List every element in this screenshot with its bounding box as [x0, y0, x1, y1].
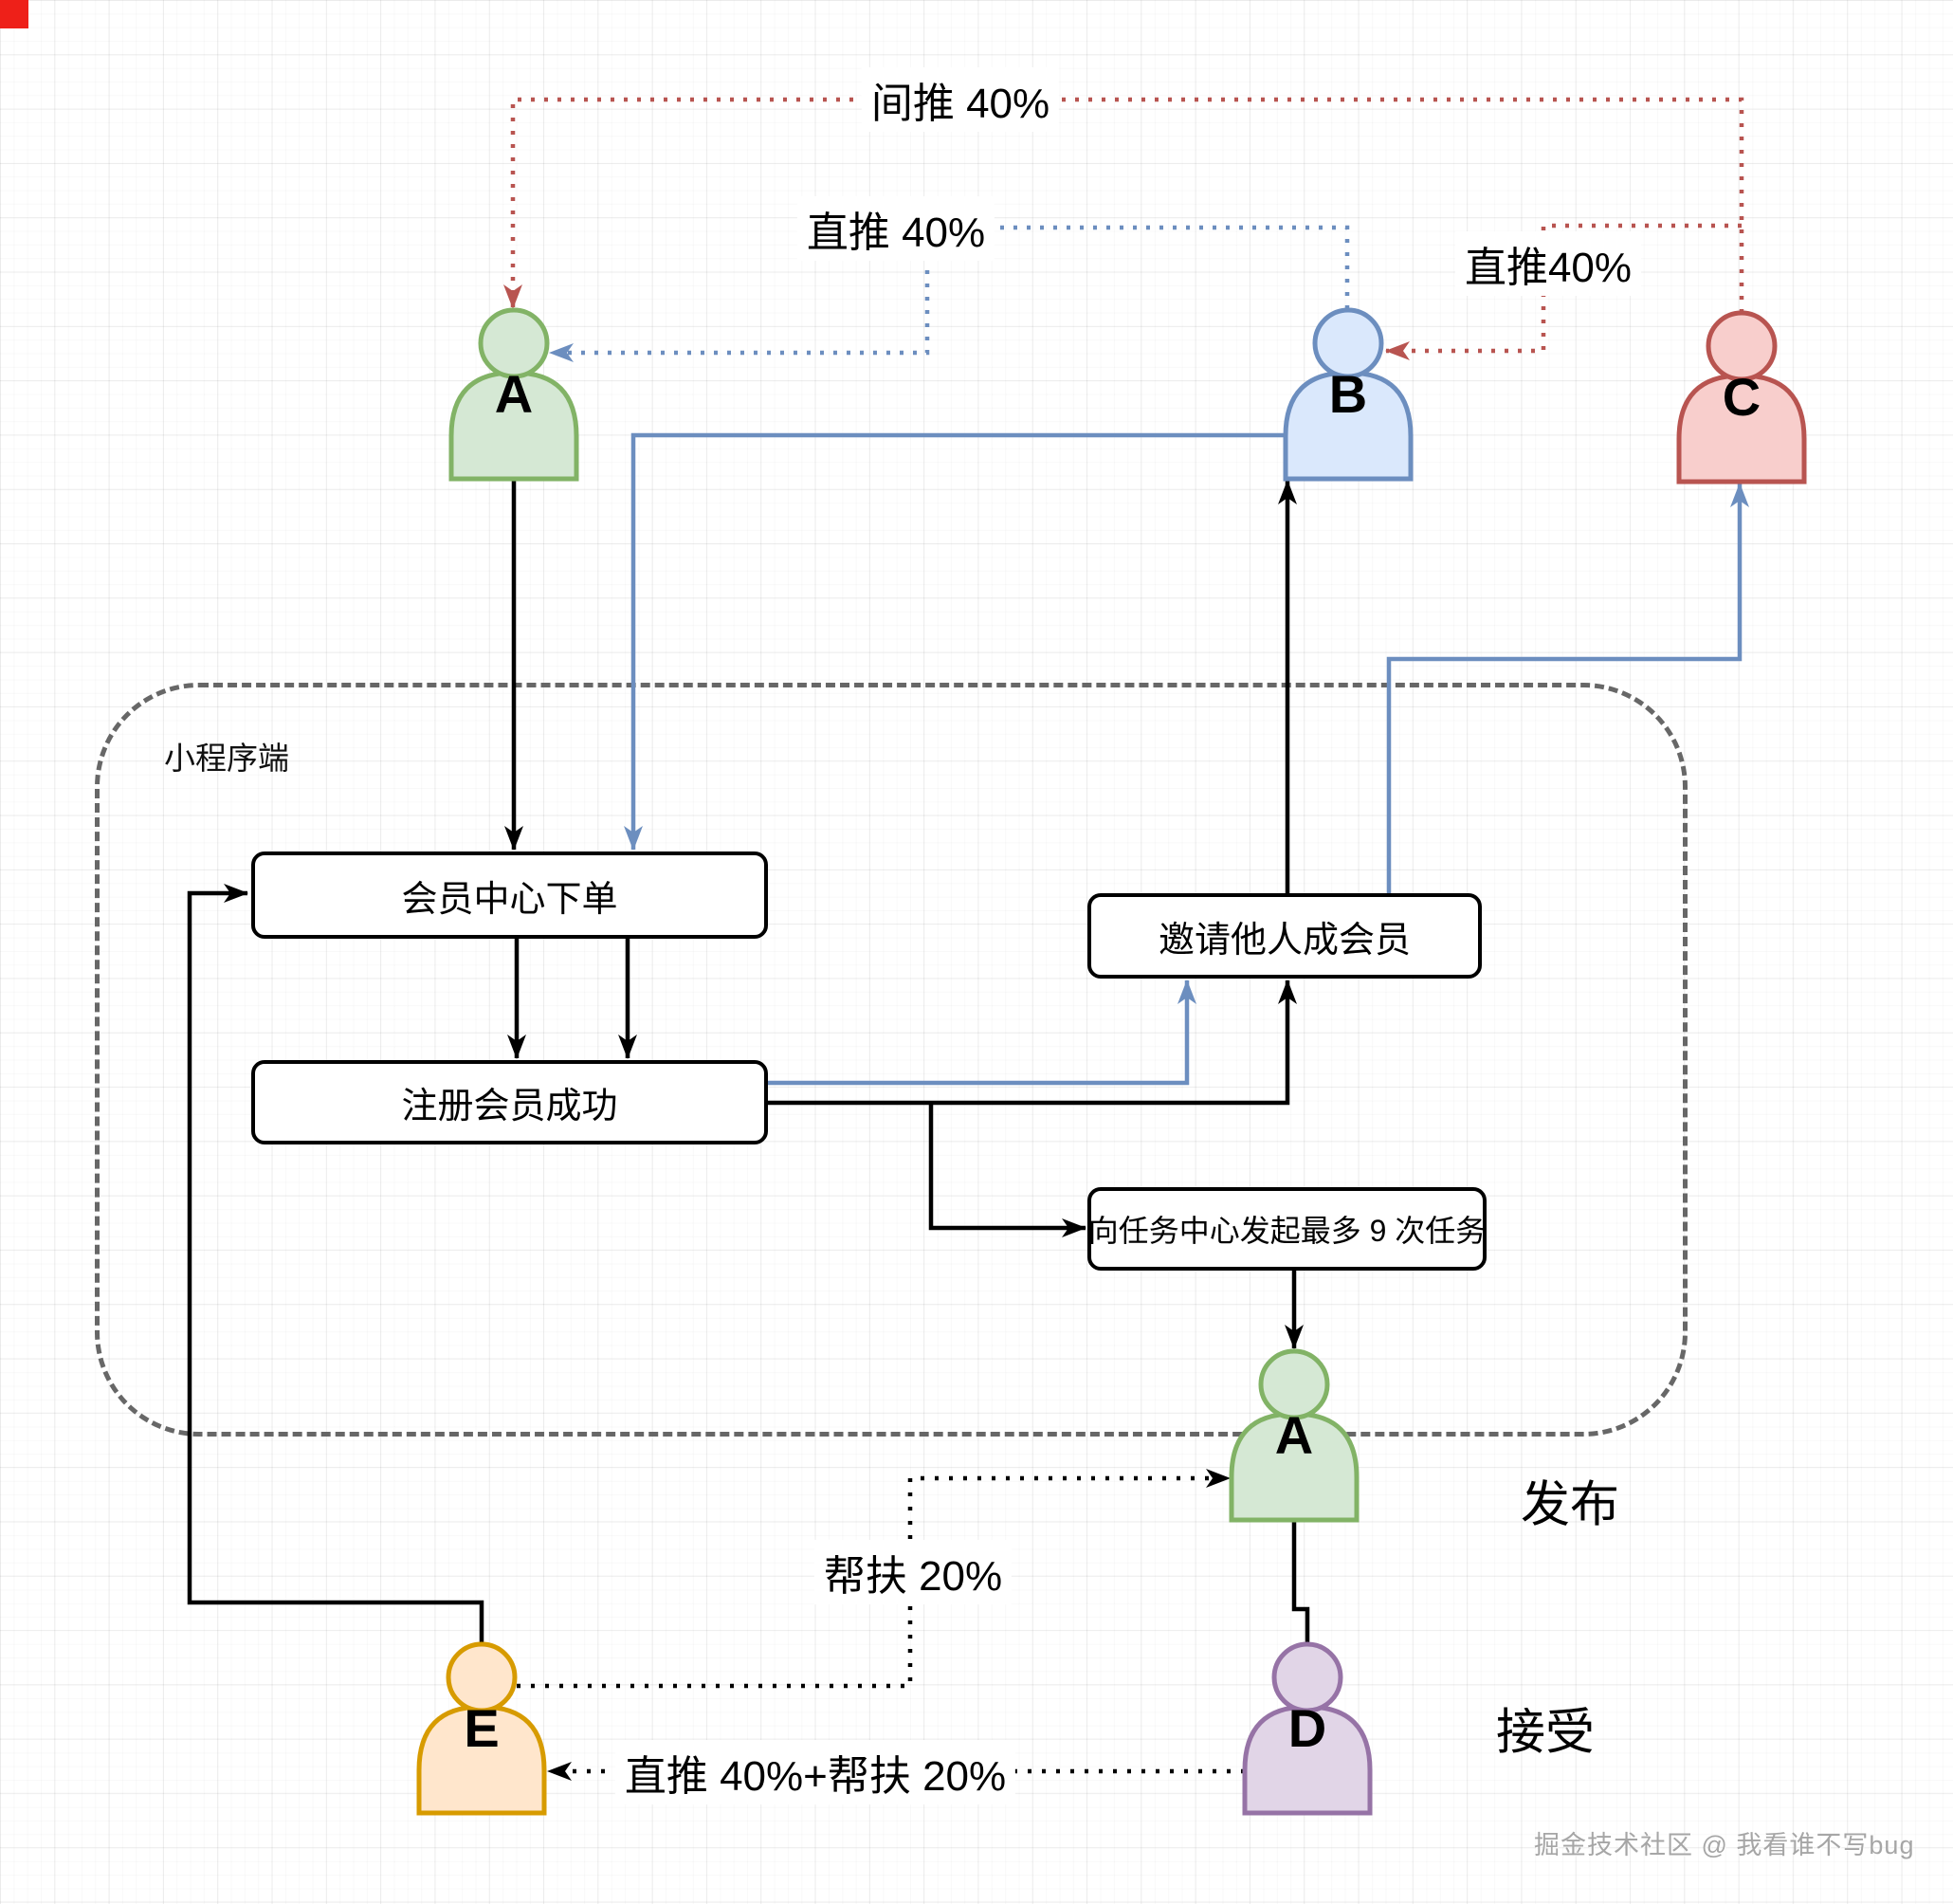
person-c-icon — [1676, 310, 1807, 485]
label-accept: 接受 — [1495, 1705, 1596, 1761]
box-member-center-order: 会员中心下单 — [251, 851, 768, 939]
edge-direct-c-to-b — [1385, 223, 1742, 360]
edge-direct-b-to-a — [549, 225, 1350, 362]
label-publish: 发布 — [1520, 1477, 1620, 1533]
person-d-label: D — [1287, 1698, 1327, 1758]
miniprogram-container-label: 小程序端 — [164, 741, 289, 776]
edge-indirect-c-to-a — [503, 97, 1744, 313]
person-e-icon — [416, 1641, 547, 1816]
edge-register-to-invite-blue — [768, 979, 1196, 1086]
person-a-top-label: A — [494, 364, 534, 424]
edge-e-to-order — [187, 884, 484, 1644]
person-d-icon — [1242, 1641, 1373, 1816]
label-indirect-40: 间推 40% — [861, 67, 1060, 132]
edge-a-bottom-to-d — [1291, 1520, 1310, 1644]
label-direct-40-b-to-a: 直推 40% — [796, 196, 995, 261]
person-c-label: C — [1722, 367, 1761, 427]
box-invite-others-member: 邀请他人成会员 — [1087, 893, 1482, 979]
watermark: 掘金技术社区 @ 我看谁不写bug — [1534, 1831, 1915, 1859]
red-corner-marker — [0, 0, 28, 28]
edge-register-to-task — [928, 1103, 1086, 1237]
box-task-center-max-9: 向任务中心发起最多 9 次任务 — [1087, 1187, 1487, 1271]
person-a-top-icon — [448, 307, 579, 482]
person-b-icon — [1283, 307, 1414, 482]
miniprogram-container: 小程序端 — [95, 683, 1688, 1437]
edge-invite-to-c-blue — [1386, 483, 1749, 893]
label-direct-40-c-to-b: 直推40% — [1454, 231, 1642, 296]
edge-register-to-invite-black — [768, 979, 1297, 1106]
person-a-bottom-label: A — [1274, 1405, 1314, 1465]
person-e-label: E — [464, 1698, 500, 1758]
edge-b-to-order-blue — [624, 432, 1286, 851]
person-b-label: B — [1328, 364, 1368, 424]
person-a-bottom-icon — [1229, 1348, 1360, 1523]
label-support-20: 帮扶 20% — [813, 1540, 1013, 1604]
box-register-member-success: 注册会员成功 — [251, 1060, 768, 1144]
label-direct-plus-support: 直推 40%+帮扶 20% — [614, 1740, 1016, 1804]
